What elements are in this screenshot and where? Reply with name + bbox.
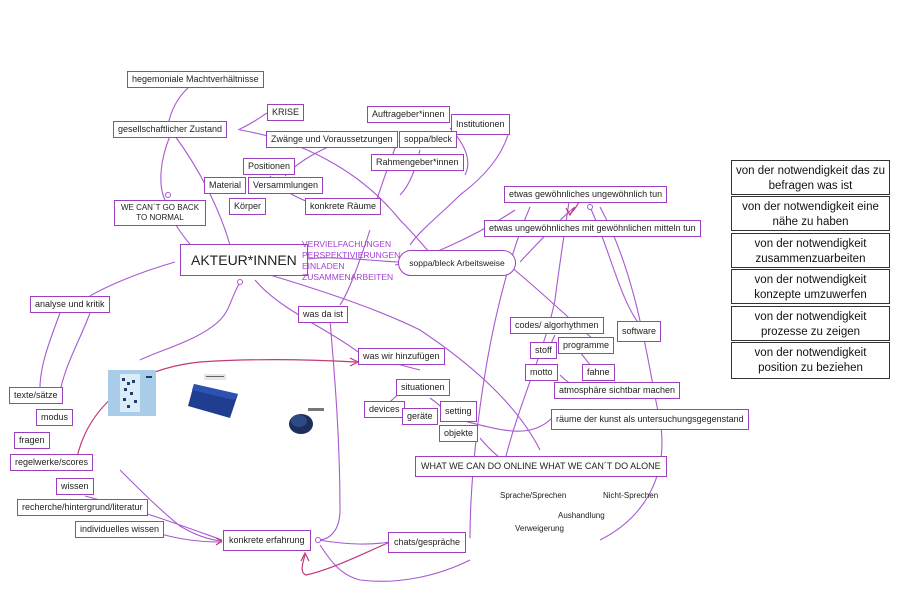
note-5: von der notwendigkeit prozesse zu zeigen (731, 306, 890, 341)
node-was-da-ist[interactable]: was da ist (298, 306, 349, 323)
note-3: von der notwendigkeit zusammenzuarbeiten (731, 233, 890, 268)
node-fahne[interactable]: fahne (582, 364, 615, 381)
node-versammlungen[interactable]: Versammlungen (248, 177, 324, 194)
node-konkrete-erfahrung[interactable]: konkrete erfahrung (223, 530, 311, 551)
purple-keywords: VERVIELFACHUNGEN PERSPEKTIVIERUNGEN EINL… (302, 239, 400, 283)
node-individuelles-wissen[interactable]: individuelles wissen (75, 521, 165, 538)
note-2: von der notwendigkeit eine nähe zu haben (731, 196, 890, 231)
node-situationen[interactable]: situationen (396, 379, 450, 396)
purple-word: ZUSAMMENARBEITEN (302, 272, 394, 282)
node-arbeitsweise[interactable]: soppa/bleck Arbeitsweise (398, 250, 516, 276)
node-codes[interactable]: codes/ algorhythmen (510, 317, 604, 334)
node-motto[interactable]: motto (525, 364, 558, 381)
node-positionen[interactable]: Positionen (243, 158, 296, 175)
node-analyse[interactable]: analyse und kritik (30, 296, 110, 313)
purple-word: VERVIELFACHUNGEN (302, 239, 392, 249)
node-hegemonial[interactable]: hegemoniale Machtverhältnisse (127, 71, 264, 88)
node-geraete[interactable]: geräte (402, 408, 438, 425)
cloth-photo (289, 408, 324, 434)
node-wissen[interactable]: wissen (56, 478, 94, 495)
fabric-photo (188, 374, 238, 418)
node-institutionen[interactable]: Institutionen (451, 114, 510, 135)
node-atmosphaere[interactable]: atmosphäre sichtbar machen (554, 382, 681, 399)
node-stoff[interactable]: stoff (530, 342, 557, 359)
text-sprache: Sprache/Sprechen (500, 491, 567, 500)
text-nicht-sprechen: Nicht-Sprechen (603, 491, 659, 500)
node-programme[interactable]: programme (558, 337, 615, 354)
node-fragen[interactable]: fragen (14, 432, 50, 449)
node-gewoehnlich[interactable]: etwas gewöhnliches ungewöhnlich tun (504, 186, 668, 203)
node-regelwerke[interactable]: regelwerke/scores (10, 454, 94, 471)
note-6: von der notwendigkeit position zu bezieh… (731, 342, 890, 379)
node-what-we-can-do-online[interactable]: WHAT WE CAN DO ONLINE WHAT WE CAN´T DO A… (415, 456, 667, 477)
node-ungewoehnlich[interactable]: etwas ungewöhnliches mit gewöhnlichen mi… (484, 220, 701, 237)
node-rahmengeber[interactable]: Rahmengeber*innen (371, 154, 464, 171)
node-setting[interactable]: setting (440, 401, 477, 422)
node-konkrete-raeume[interactable]: konkrete Räume (305, 198, 382, 215)
node-we-cant-go-back[interactable]: WE CAN´T GO BACK TO NORMAL (114, 200, 206, 226)
purple-word: EINLADEN (302, 261, 345, 271)
node-texte[interactable]: texte/sätze (9, 387, 63, 404)
node-recherche[interactable]: recherche/hintergrund/literatur (17, 499, 148, 516)
node-objekte[interactable]: objekte (439, 425, 479, 442)
purple-word: PERSPEKTIVIERUNGEN (302, 250, 401, 260)
node-soppa[interactable]: soppa/bleck (399, 131, 458, 148)
node-akteur-innen[interactable]: AKTEUR*INNEN (180, 244, 308, 276)
node-modus[interactable]: modus (36, 409, 74, 426)
text-verweigerung: Verweigerung (515, 524, 564, 533)
node-koerper[interactable]: Körper (229, 198, 267, 215)
note-1: von der notwendigkeit das zu befragen wa… (731, 160, 890, 195)
node-material[interactable]: Material (204, 177, 247, 194)
node-zwaenge[interactable]: Zwänge und Voraussetzungen (266, 131, 398, 148)
text-aushandlung: Aushandlung (558, 511, 605, 520)
node-software[interactable]: software (617, 321, 662, 342)
node-devices[interactable]: devices (364, 401, 405, 418)
node-gesellschaft[interactable]: gesellschaftlicher Zustand (113, 121, 228, 138)
node-raeume-der-kunst[interactable]: räume der kunst als untersuchungsgegenst… (551, 409, 749, 430)
node-was-wir-hinzufuegen[interactable]: was wir hinzufügen (358, 348, 445, 365)
screenshot-thumbnail (108, 370, 156, 416)
node-krise[interactable]: KRISE (267, 104, 305, 121)
note-4: von der notwendigkeit konzepte umzuwerfe… (731, 269, 890, 304)
node-chats[interactable]: chats/gespräche (388, 532, 467, 553)
node-auftraggeber[interactable]: Auftrageber*innen (367, 106, 450, 123)
